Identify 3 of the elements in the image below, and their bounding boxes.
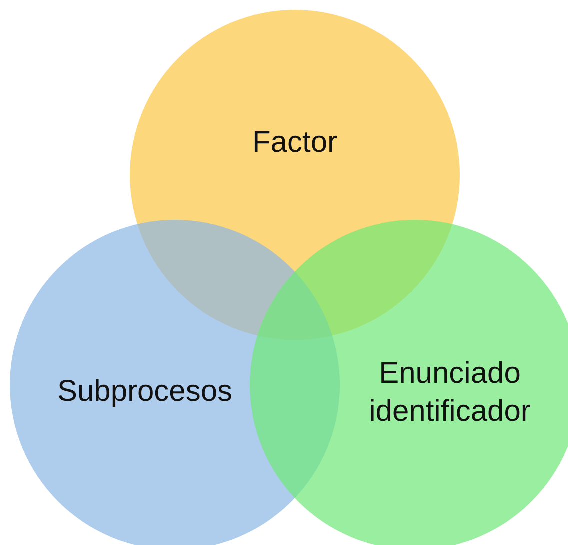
circle-label: Subprocesos	[56, 374, 234, 410]
circle-label: Factor	[251, 125, 339, 161]
circle-label: Enunciado identificador	[368, 356, 532, 430]
